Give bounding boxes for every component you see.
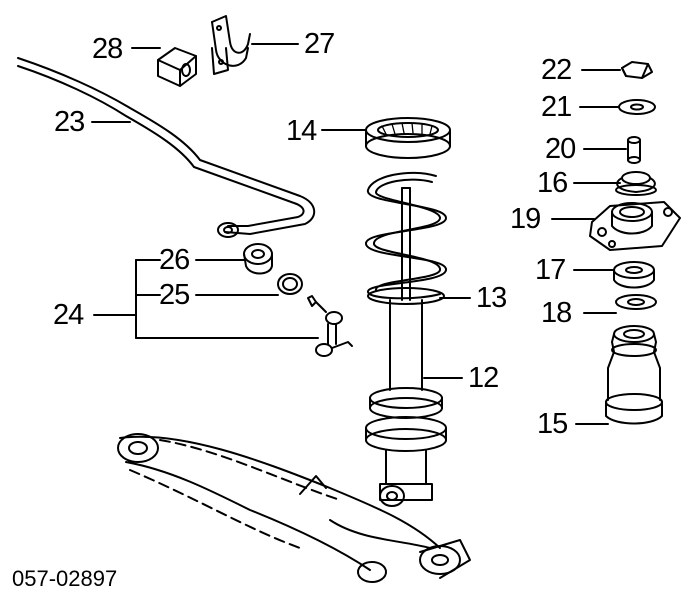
link-bushing-26 xyxy=(243,243,273,275)
callout-18: 18 xyxy=(541,297,572,329)
strut-mount-19 xyxy=(589,201,681,251)
callout-21: 21 xyxy=(541,91,572,123)
bump-stop-15 xyxy=(605,325,663,425)
callout-17: 17 xyxy=(535,254,566,286)
callout-16: 16 xyxy=(537,167,568,199)
callout-26: 26 xyxy=(159,244,190,276)
bearing-17 xyxy=(613,261,655,289)
nut-22 xyxy=(621,61,653,79)
callout-12: 12 xyxy=(468,362,499,394)
callout-23: 23 xyxy=(54,106,85,138)
washer-21 xyxy=(618,99,656,115)
callout-14: 14 xyxy=(286,115,317,147)
insulator-16 xyxy=(615,171,657,196)
leader-lines xyxy=(91,43,627,425)
callout-15: 15 xyxy=(537,408,568,440)
callout-28: 28 xyxy=(92,33,123,65)
callout-25: 25 xyxy=(159,279,190,311)
callout-20: 20 xyxy=(545,133,576,165)
callout-19: 19 xyxy=(510,203,541,235)
strut-assembly xyxy=(365,171,447,507)
reference-code: 057-02897 xyxy=(12,566,118,591)
link-ring-25 xyxy=(277,273,303,295)
spring-pad-14 xyxy=(365,117,451,159)
stabilizer-link xyxy=(307,295,353,357)
callout-27: 27 xyxy=(304,28,335,60)
callout-13: 13 xyxy=(476,282,507,314)
bracket-27 xyxy=(211,15,251,75)
collar-20 xyxy=(627,136,641,164)
callout-22: 22 xyxy=(541,54,572,86)
bushing-28 xyxy=(157,47,197,87)
callout-24: 24 xyxy=(53,299,84,331)
stabilizer-bar xyxy=(17,57,316,238)
washer-18 xyxy=(615,294,657,310)
lower-control-arm xyxy=(117,433,471,583)
